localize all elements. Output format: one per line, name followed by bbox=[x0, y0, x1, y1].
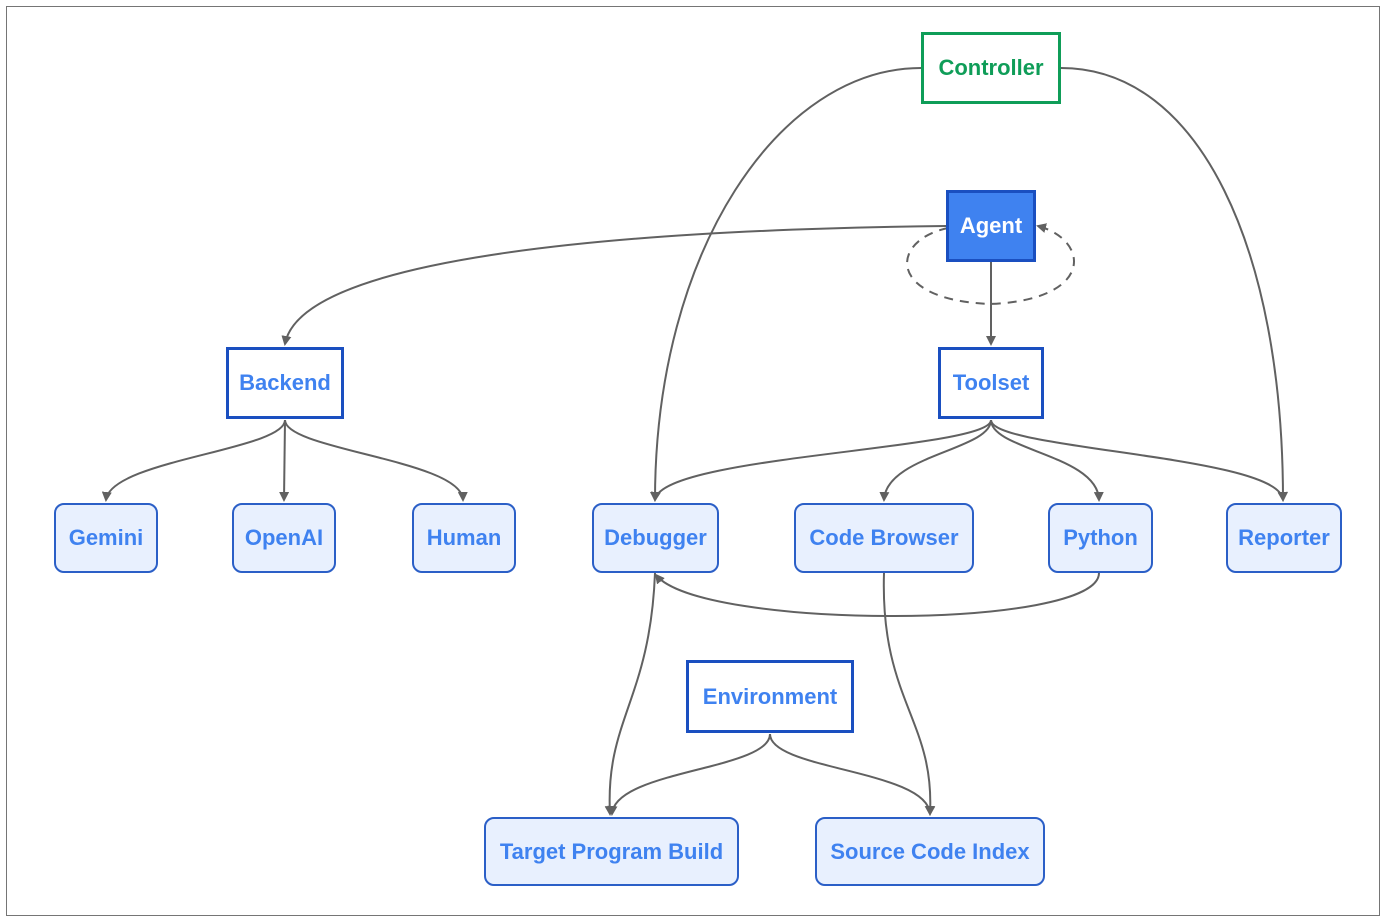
edge-environment-source bbox=[769, 733, 935, 816]
backend-label: Backend bbox=[239, 370, 331, 395]
human-label: Human bbox=[426, 525, 502, 550]
edge-toolset-python bbox=[990, 419, 1104, 502]
reporter-label: Reporter bbox=[1238, 525, 1330, 550]
debugger-label: Debugger bbox=[604, 525, 707, 550]
edge-toolset-codebrowser bbox=[879, 419, 992, 502]
edge-backend-openai bbox=[279, 419, 290, 502]
source-code-index-node: Source Code Index bbox=[815, 817, 1045, 886]
reporter-node: Reporter bbox=[1226, 503, 1342, 573]
source-code-index-label: Source Code Index bbox=[830, 838, 1030, 864]
edge-python-debugger bbox=[654, 572, 1100, 617]
environment-label: Environment bbox=[702, 683, 838, 709]
openai-node: OpenAI bbox=[232, 503, 336, 573]
edge-toolset-debugger bbox=[650, 419, 992, 502]
python-label: Python bbox=[1063, 525, 1138, 550]
target-program-build-label: Target Program Build bbox=[499, 838, 724, 864]
backend-node: Backend bbox=[226, 347, 344, 419]
code-browser-node: Code Browser bbox=[794, 503, 974, 573]
edge-controller-reporter bbox=[1060, 67, 1288, 502]
openai-label: OpenAI bbox=[244, 525, 324, 550]
agent-label: Agent bbox=[959, 213, 1023, 238]
code-browser-label: Code Browser bbox=[809, 525, 959, 550]
toolset-node: Toolset bbox=[938, 347, 1044, 419]
edge-agent-backend bbox=[281, 225, 947, 346]
python-node: Python bbox=[1048, 503, 1153, 573]
debugger-node: Debugger bbox=[592, 503, 719, 573]
gemini-node: Gemini bbox=[54, 503, 158, 573]
agent-node: Agent bbox=[946, 190, 1036, 262]
diagram-frame bbox=[6, 6, 1380, 916]
target-program-build-node: Target Program Build bbox=[484, 817, 739, 886]
edge-codebrowser-source bbox=[882, 572, 936, 816]
gemini-label: Gemini bbox=[68, 525, 144, 550]
edge-backend-gemini bbox=[101, 419, 286, 502]
toolset-label: Toolset bbox=[952, 370, 1030, 395]
edge-backend-human bbox=[284, 419, 468, 502]
edge-toolset-reporter bbox=[990, 419, 1288, 502]
edge-environment-target bbox=[607, 733, 771, 816]
controller-label: Controller bbox=[938, 55, 1044, 80]
edge-controller-debugger bbox=[650, 67, 922, 502]
human-node: Human bbox=[412, 503, 516, 573]
edge-debugger-target bbox=[604, 572, 656, 816]
controller-node: Controller bbox=[921, 32, 1061, 104]
environment-node: Environment bbox=[686, 660, 854, 733]
edge-agent-self-loop bbox=[906, 223, 1075, 306]
